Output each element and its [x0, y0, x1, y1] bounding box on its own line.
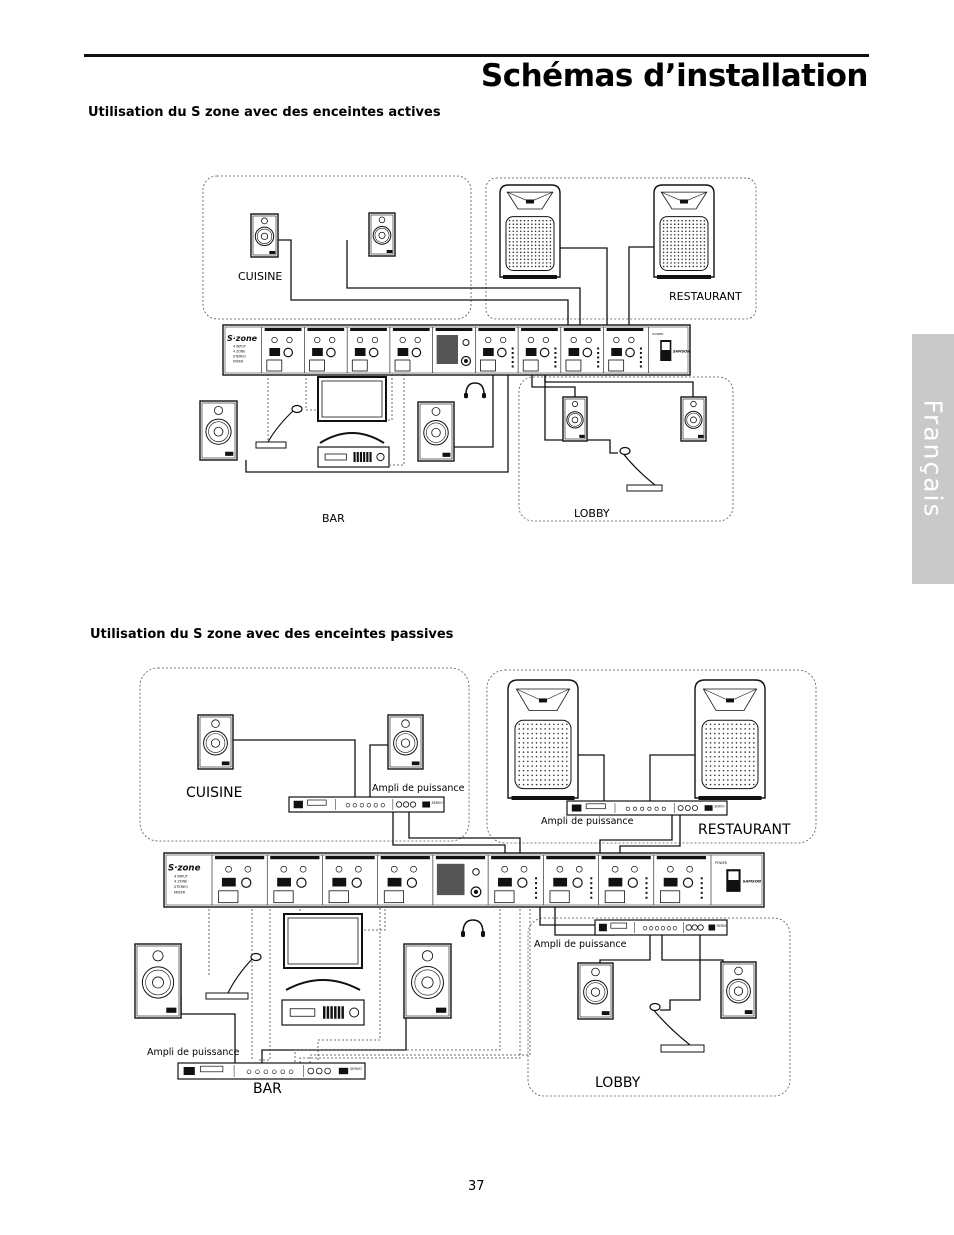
- studio-monitor-icon: [134, 943, 182, 1019]
- pa-speaker-icon: [507, 679, 579, 800]
- pa-speaker-icon: [694, 679, 766, 800]
- zone-label-lobby: LOBBY: [595, 1075, 641, 1091]
- pa-speaker-icon: [653, 184, 715, 279]
- studio-monitor-icon: [680, 396, 707, 442]
- studio-monitor-icon: [577, 962, 614, 1020]
- pa-speaker-icon: [499, 184, 561, 279]
- av-receiver-icon: [317, 446, 390, 468]
- power-amplifier-unit: SERVO: [594, 919, 728, 936]
- diagram1-title: Utilisation du S zone avec des enceintes…: [88, 105, 441, 120]
- svg-text:4 ZONE: 4 ZONE: [233, 350, 245, 354]
- av-receiver-icon: [281, 999, 365, 1026]
- zone-label-cuisine: CUISINE: [186, 785, 243, 801]
- zone-restaurant-outline: [485, 177, 757, 320]
- zone-cuisine-outline: [139, 667, 470, 842]
- studio-monitor-icon: [720, 961, 757, 1019]
- svg-text:SERVO: SERVO: [716, 924, 727, 928]
- page-number: 37: [468, 1179, 485, 1194]
- svg-text:STEREO: STEREO: [233, 355, 246, 359]
- microphone-icon: [255, 404, 303, 449]
- power-amplifier-unit: SERVO: [288, 796, 445, 813]
- studio-monitor-icon: [250, 213, 279, 258]
- svg-text:S·zone: S·zone: [168, 863, 201, 873]
- svg-text:4 INPUT: 4 INPUT: [174, 874, 189, 878]
- zone-label-cuisine: CUISINE: [238, 270, 283, 283]
- zone-label-restaurant: RESTAURANT: [698, 822, 791, 838]
- studio-monitor-icon: [417, 401, 455, 462]
- amp-label-cuisine: Ampli de puissance: [372, 783, 465, 794]
- header-rule: [84, 54, 869, 57]
- amp-label-lobby: Ampli de puissance: [534, 939, 627, 950]
- svg-text:4 ZONE: 4 ZONE: [174, 880, 187, 884]
- svg-text:S·zone: S·zone: [227, 334, 258, 343]
- zone-restaurant-outline: [486, 669, 817, 844]
- page-title: Schémas d’installation: [480, 58, 869, 94]
- svg-text:SERVO: SERVO: [432, 801, 443, 805]
- zone-lobby-outline: [527, 917, 791, 1097]
- svg-text:SERVO: SERVO: [350, 1067, 362, 1071]
- svg-text:STEREO: STEREO: [174, 885, 188, 889]
- amp-label-bar: Ampli de puissance: [147, 1047, 240, 1058]
- diagram2-title: Utilisation du S zone avec des enceintes…: [90, 627, 454, 642]
- studio-monitor-icon: [387, 714, 424, 770]
- svg-text:POWER: POWER: [652, 332, 663, 336]
- zone-label-bar: BAR: [322, 512, 345, 525]
- zone-cuisine-outline: [202, 175, 472, 320]
- amp-label-restaurant: Ampli de puissance: [541, 816, 634, 827]
- microphone-icon: [205, 952, 262, 1000]
- microphone-icon: [649, 1002, 705, 1053]
- zone-label-bar: BAR: [253, 1081, 282, 1097]
- studio-monitor-icon: [197, 714, 234, 770]
- power-amplifier-unit: SERVO: [177, 1062, 366, 1080]
- power-amplifier-unit: SERVO: [566, 800, 728, 816]
- svg-text:SAMSON: SAMSON: [673, 350, 690, 354]
- microphone-icon: [619, 446, 663, 492]
- studio-monitor-icon: [403, 943, 452, 1019]
- svg-text:4 INPUT: 4 INPUT: [233, 345, 246, 349]
- language-tab: Français: [912, 334, 954, 584]
- svg-text:SERVO: SERVO: [714, 804, 725, 808]
- zone-label-lobby: LOBBY: [574, 507, 610, 520]
- svg-text:POWER: POWER: [715, 861, 728, 865]
- headphones-icon: [464, 382, 486, 399]
- television-icon: [317, 376, 387, 444]
- svg-text:SAMSON: SAMSON: [743, 879, 762, 884]
- zone-label-restaurant: RESTAURANT: [669, 290, 742, 303]
- svg-text:MIXER: MIXER: [233, 360, 244, 364]
- zone-lobby-outline: [518, 376, 734, 522]
- svg-text:MIXER: MIXER: [174, 891, 186, 895]
- studio-monitor-icon: [562, 396, 588, 442]
- studio-monitor-icon: [368, 212, 396, 257]
- headphones-icon: [461, 919, 485, 937]
- studio-monitor-icon: [199, 400, 238, 461]
- television-icon: [283, 913, 363, 991]
